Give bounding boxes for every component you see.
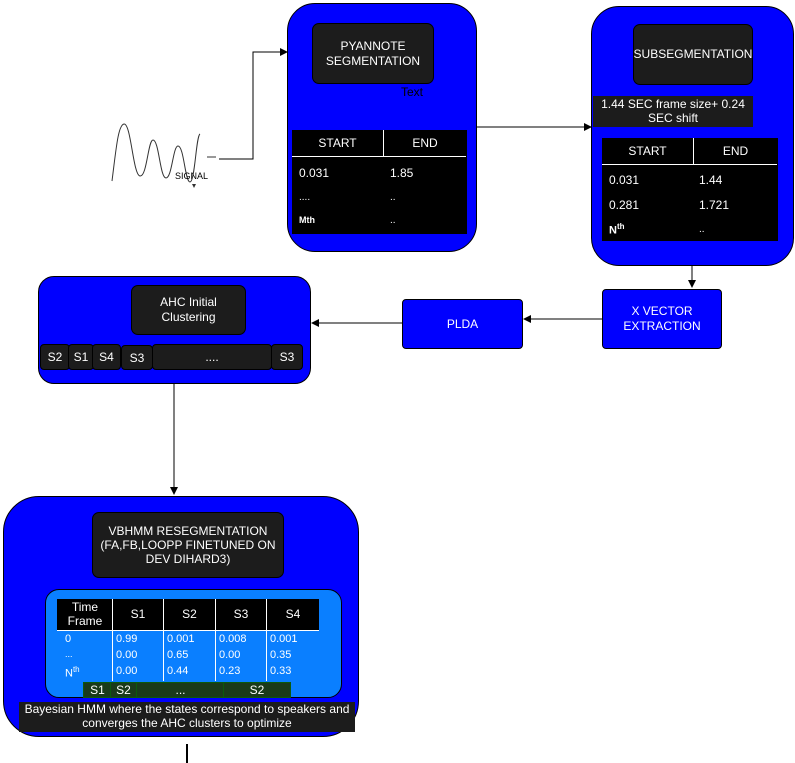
vbhmm-caption: Bayesian HMM where the states correspond… [19,702,355,732]
signal-waveform-icon [111,123,201,183]
table-cell: 0.00 [116,649,138,661]
table-cell: 0.99 [116,633,138,645]
pyannote-table: START END 0.031 1.85 .... .. Mth .. [292,130,467,234]
table-cell: 0.00 [219,649,241,661]
pyannote-header-end: END [384,130,466,157]
vbhmm-chip: S1 [83,682,112,698]
pyannote-title: PYANNOTE SEGMENTATION [312,23,434,84]
table-cell: 0.65 [167,649,189,661]
subsegmentation-title: SUBSEGMENTATION [633,24,753,85]
subsegmentation-table: START END 0.031 1.44 0.281 1.721 Nth .. [602,138,778,241]
text-label: Text [401,85,424,99]
subseg-header-end: END [694,138,777,165]
vbhmm-table: Time Frame S1 S2 S3 S4 0 ... Nth 0.99 0.… [57,599,319,681]
ahc-chip: S3 [271,344,303,370]
vbhmm-title: VBHMM RESEGMENTATION (FA,FB,LOOPP FINETU… [92,512,284,578]
table-cell: 0.281 [609,198,640,212]
table-cell: 0.00 [116,665,138,677]
arrow-signal-to-pyannote [219,48,288,160]
table-cell: .. [390,192,396,203]
ahc-chip: S4 [92,344,121,370]
vbhmm-chip: S2 [110,682,137,698]
table-cell: 0 [65,633,72,645]
table-cell: 0.031 [299,166,330,180]
ahc-chip: S3 [121,345,153,370]
subsegmentation-note: 1.44 SEC frame size+ 0.24 SEC shift [593,96,753,127]
pyannote-header-start: START [292,130,384,157]
vbhmm-header-s4: S4 [285,607,301,621]
table-cell: 0.35 [270,649,292,661]
table-cell: ... [65,649,73,659]
subseg-header-start: START [602,138,694,165]
plda-box: PLDA [402,299,523,349]
vbhmm-header-time: Time Frame [67,600,103,628]
table-cell: 0.001 [167,633,195,645]
vbhmm-chip: ... [136,682,225,698]
ahc-chip: .... [152,344,272,370]
table-cell: 1.85 [390,166,414,180]
vbhmm-header-s3: S3 [233,607,249,621]
ahc-title: AHC Initial Clustering [131,285,246,335]
table-cell: 0.44 [167,665,189,677]
xvector-box: X VECTOR EXTRACTION [602,289,722,349]
table-cell: 0.23 [219,665,241,677]
vbhmm-header-s1: S1 [130,607,146,621]
ahc-chip: S2 [40,344,70,370]
table-cell: 0.031 [609,173,640,187]
table-cell: Mth [299,215,315,225]
table-cell: .. [390,215,396,226]
vbhmm-chip: S2 [223,682,291,698]
table-cell: 0.008 [219,633,247,645]
table-cell: Nth [65,665,80,680]
table-cell: .. [699,224,705,235]
table-cell: 0.33 [270,665,292,677]
table-cell: 0.001 [270,633,298,645]
vbhmm-header-s2: S2 [182,607,197,621]
table-cell: Nth [609,222,625,237]
ahc-chip: S1 [68,344,94,370]
table-cell: 1.721 [699,198,730,212]
signal-label: SIGNAL [175,171,209,181]
table-cell: .... [299,192,311,203]
table-cell: 1.44 [699,173,723,187]
